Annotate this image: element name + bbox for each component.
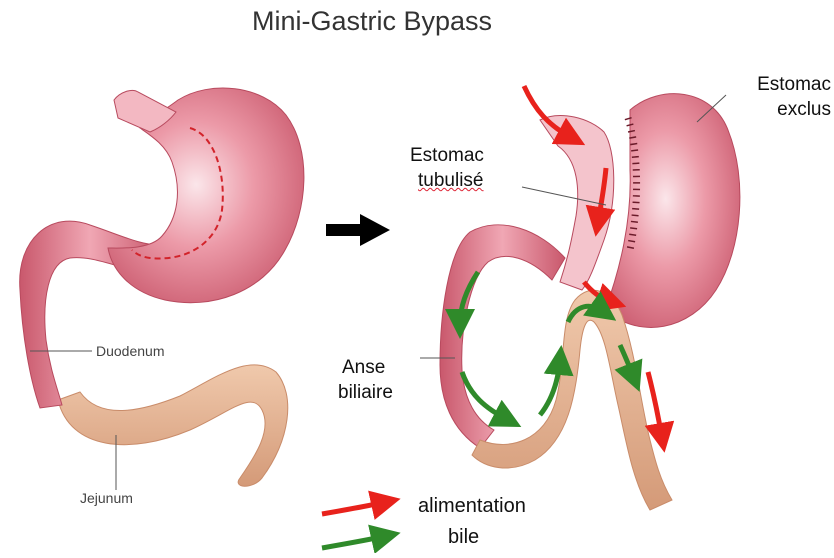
tubulised-stomach-label-line1: Estomac <box>410 143 484 168</box>
legend-bile-arrow <box>322 536 386 548</box>
tubulised-stomach-label: Estomac tubulisé <box>410 143 484 193</box>
tubulised-stomach-label-line2: tubulisé <box>410 168 484 193</box>
normal-anatomy <box>20 88 304 490</box>
legend-arrows <box>322 502 386 548</box>
anse-biliaire-label-line2: biliaire <box>338 380 393 405</box>
anse-biliaire-label-line1: Anse <box>338 355 393 380</box>
diagram-title: Mini-Gastric Bypass <box>252 6 492 37</box>
food-arrow-4 <box>648 372 662 438</box>
excluded-stomach-label: Estomac exclus <box>733 72 831 122</box>
legend-food-label: alimentation <box>418 495 526 518</box>
transition-arrow <box>326 214 390 246</box>
legend-food-arrow <box>322 502 386 514</box>
jejunum-label: Jejunum <box>80 490 133 506</box>
legend-bile-label: bile <box>448 526 479 549</box>
excluded-stomach-label-line2: exclus <box>733 97 831 122</box>
duodenum-label: Duodenum <box>96 343 165 359</box>
anse-biliaire-label: Anse biliaire <box>338 355 393 405</box>
excluded-stomach-label-line1: Estomac <box>733 72 831 97</box>
jejunum <box>58 365 288 486</box>
excluded-stomach <box>605 94 740 328</box>
